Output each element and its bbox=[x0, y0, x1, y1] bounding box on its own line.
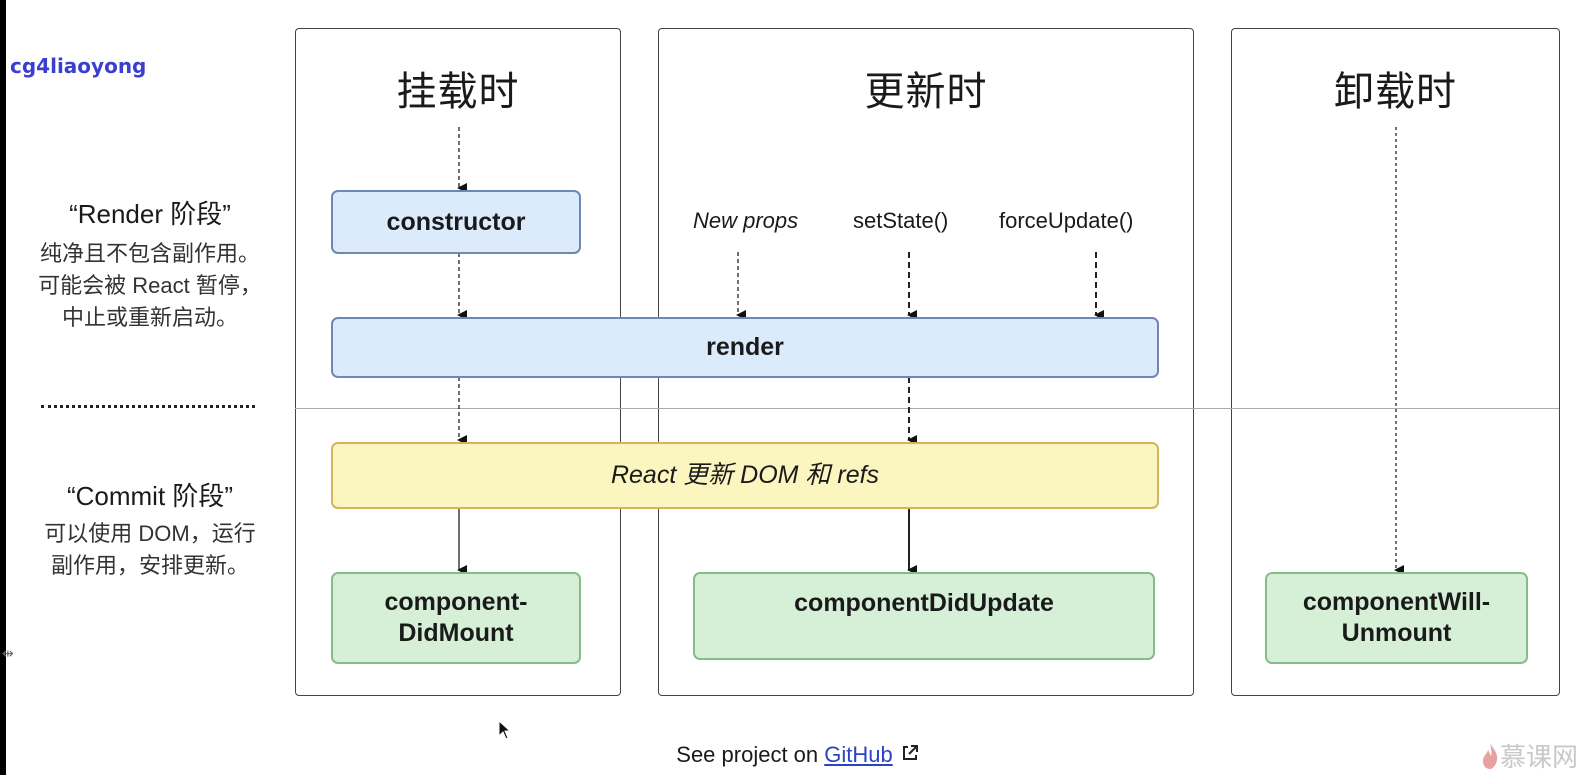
componentdidupdate-label: componentDidUpdate bbox=[794, 589, 1054, 617]
watermark-text: 慕课网 bbox=[1500, 743, 1579, 773]
phase-divider bbox=[41, 405, 255, 408]
unmounting-column: 卸载时 bbox=[1231, 28, 1560, 696]
commit-dom-label: React 更新 DOM 和 refs bbox=[610, 461, 880, 489]
render-phase-description: 纯净且不包含副作用。可能会被 React 暂停，中止或重新启动。 bbox=[38, 241, 262, 330]
render-label: render bbox=[706, 333, 784, 361]
constructor-label: constructor bbox=[386, 207, 526, 236]
constructor-box: constructor bbox=[331, 190, 581, 254]
updating-column-title: 更新时 bbox=[864, 70, 988, 114]
commit-phase-title: “Commit 阶段” bbox=[66, 481, 234, 511]
trigger-new-props: New props bbox=[693, 208, 799, 233]
render-phase-title: “Render 阶段” bbox=[69, 199, 231, 229]
github-link[interactable]: GitHub bbox=[824, 742, 893, 767]
render-box: render bbox=[331, 317, 1159, 378]
external-link-icon[interactable] bbox=[901, 742, 919, 768]
componentwillunmount-label: componentWill-Unmount bbox=[1302, 588, 1491, 647]
componentdidupdate-box: componentDidUpdate bbox=[693, 572, 1155, 660]
flame-icon bbox=[1480, 742, 1500, 777]
footer: See project on GitHub bbox=[0, 742, 1595, 768]
componentwillunmount-box: componentWill-Unmount bbox=[1265, 572, 1528, 664]
watermark-logo: 慕课网 bbox=[1480, 737, 1578, 777]
left-edge-bar bbox=[0, 0, 6, 775]
commit-phase-description: 可以使用 DOM，运行副作用，安排更新。 bbox=[44, 521, 256, 578]
mouse-cursor-icon bbox=[498, 719, 512, 745]
mounting-column-title: 挂载时 bbox=[396, 70, 520, 114]
componentdidmount-box: component-DidMount bbox=[331, 572, 581, 664]
trigger-setstate: setState() bbox=[853, 208, 949, 233]
trigger-forceupdate: forceUpdate() bbox=[999, 208, 1134, 233]
username-label: cg4liaoyong bbox=[10, 54, 147, 78]
unmounting-column-title: 卸载时 bbox=[1334, 70, 1457, 114]
commit-dom-box: React 更新 DOM 和 refs bbox=[331, 442, 1159, 509]
componentdidmount-label: component-DidMount bbox=[384, 588, 528, 647]
side-handle-icon: ⇹ bbox=[2, 645, 14, 661]
phase-separator-line bbox=[295, 408, 1559, 409]
footer-prefix: See project on bbox=[676, 742, 825, 767]
